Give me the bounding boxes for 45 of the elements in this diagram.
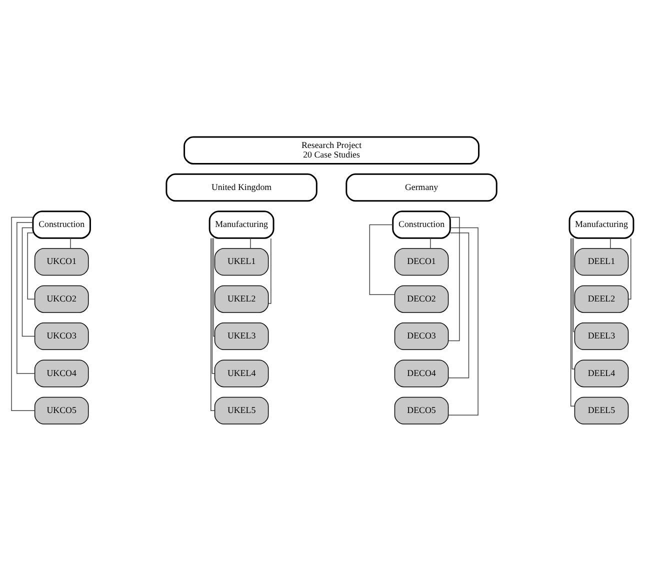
node-box: DECO3 xyxy=(394,322,449,350)
node-box: DECO5 xyxy=(394,396,449,424)
connector xyxy=(22,227,36,337)
connector xyxy=(27,232,36,300)
node-box: Research Project 20 Case Studies xyxy=(184,136,480,164)
node-box: DEEL4 xyxy=(574,360,629,388)
node-box: UKCO1 xyxy=(34,248,89,276)
node-box: UKCO3 xyxy=(34,322,89,350)
node-box: United Kingdom xyxy=(166,173,318,202)
connector xyxy=(268,238,272,304)
node-box: UKEL3 xyxy=(214,322,269,350)
node-box: UKEL1 xyxy=(214,248,269,276)
connector xyxy=(628,238,632,300)
node-box: UKEL4 xyxy=(214,360,269,388)
node-box: DECO4 xyxy=(394,360,449,388)
connector xyxy=(213,238,216,337)
node-box: DEEL1 xyxy=(574,248,629,276)
node-box: DEEL2 xyxy=(574,285,629,313)
connector xyxy=(369,224,396,295)
connector xyxy=(212,238,216,374)
node-box: UKCO4 xyxy=(34,360,89,388)
connector xyxy=(448,232,470,378)
connector xyxy=(448,216,460,342)
connector xyxy=(16,222,36,374)
connector xyxy=(448,227,478,416)
node-box: DEEL3 xyxy=(574,322,629,350)
connector xyxy=(11,216,36,412)
connector xyxy=(430,238,431,249)
node-box: DECO2 xyxy=(394,285,449,313)
node-box: UKEL5 xyxy=(214,396,269,424)
node-box: Germany xyxy=(346,173,498,202)
connector xyxy=(572,238,575,370)
node-box: DECO1 xyxy=(394,248,449,276)
node-box: UKCO5 xyxy=(34,396,89,424)
node-box: UKCO2 xyxy=(34,285,89,313)
connector xyxy=(70,238,71,249)
node-box: Manufacturing xyxy=(568,210,634,239)
connector xyxy=(250,238,251,249)
node-box: Construction xyxy=(32,210,91,239)
connector xyxy=(573,238,575,332)
node-box: Manufacturing xyxy=(208,210,274,239)
node-box: Construction xyxy=(392,210,451,239)
node-box: DEEL5 xyxy=(574,396,629,424)
connector xyxy=(610,238,611,249)
node-box: UKEL2 xyxy=(214,285,269,313)
